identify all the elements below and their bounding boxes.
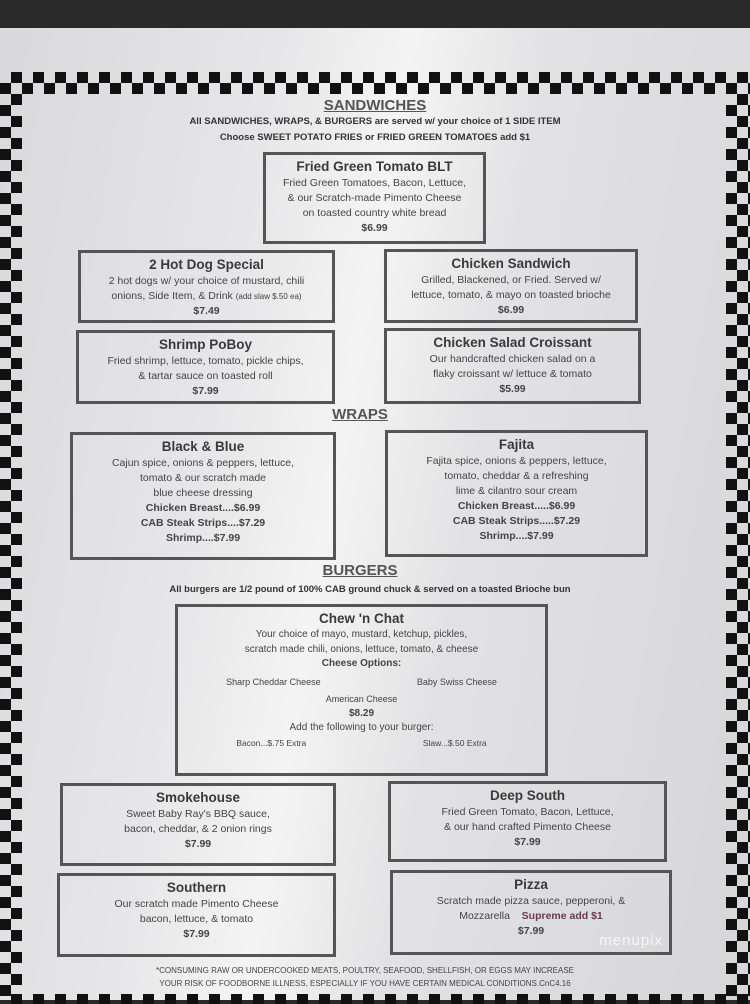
- item-price: $7.49: [193, 305, 220, 317]
- menu-item-shrimp-poboy: Shrimp PoBoy Fried shrimp, lettuce, toma…: [76, 330, 335, 404]
- item-name: Fajita: [498, 437, 535, 452]
- disclaimer-line: *CONSUMING RAW OR UNDERCOOKED MEATS, POU…: [156, 966, 574, 975]
- item-price: $7.99: [184, 838, 212, 850]
- cheese-option: American Cheese: [325, 694, 398, 704]
- item-price: $6.99: [497, 304, 525, 316]
- item-extra: (add slaw $.50 ea): [235, 292, 302, 301]
- item-option: CAB Steak Strips.....$7.29: [452, 515, 581, 527]
- item-desc: Scratch made pizza sauce, pepperoni, &: [436, 895, 626, 907]
- item-name: Shrimp PoBoy: [158, 337, 252, 352]
- item-desc: & our hand crafted Pimento Cheese: [444, 821, 611, 833]
- item-desc: bacon, cheddar, & 2 onion rings: [124, 823, 272, 835]
- item-desc: Grilled, Blackened, or Fried. Served w/: [421, 274, 601, 286]
- checkered-border-right: [726, 72, 750, 1002]
- item-name: Fried Green Tomato BLT: [296, 159, 453, 174]
- cheese-option: Sharp Cheddar Cheese: [226, 676, 321, 687]
- item-option: CAB Steak Strips....$7.29: [140, 517, 266, 529]
- menu-item-pizza: Pizza Scratch made pizza sauce, pepperon…: [390, 870, 672, 955]
- item-option: Shrimp....$7.99: [165, 532, 241, 544]
- addon: Bacon...$.75 Extra: [236, 737, 307, 748]
- menu-item-chicken-sandwich: Chicken Sandwich Grilled, Blackened, or …: [384, 249, 638, 323]
- item-name: Chew 'n Chat: [319, 611, 404, 626]
- item-desc: Cajun spice, onions & peppers, lettuce,: [111, 457, 295, 469]
- burgers-heading: BURGERS: [322, 562, 398, 579]
- menu-item-chew-n-chat: Chew 'n Chat Your choice of mayo, mustar…: [175, 604, 548, 776]
- item-price: $8.29: [348, 707, 375, 719]
- wraps-heading: WRAPS: [332, 406, 388, 423]
- menu-page: [0, 28, 750, 1004]
- menu-item-chicken-salad-croissant: Chicken Salad Croissant Our handcrafted …: [384, 328, 641, 404]
- item-name: Pizza: [514, 877, 548, 892]
- item-desc: Sweet Baby Ray's BBQ sauce,: [126, 808, 270, 820]
- menu-item-hot-dog: 2 Hot Dog Special 2 hot dogs w/ your cho…: [78, 250, 335, 323]
- item-desc: flaky croissant w/ lettuce & tomato: [433, 368, 592, 380]
- menu-item-deep-south: Deep South Fried Green Tomato, Bacon, Le…: [388, 781, 667, 862]
- item-desc: blue cheese dressing: [153, 487, 253, 499]
- cheese-option: Baby Swiss Cheese: [416, 676, 497, 687]
- item-name: Southern: [166, 880, 227, 895]
- item-name: Chicken Salad Croissant: [433, 335, 592, 350]
- item-price: $7.99: [192, 385, 219, 397]
- item-price: $6.99: [361, 222, 388, 234]
- menu-item-fajita: Fajita Fajita spice, onions & peppers, l…: [385, 430, 648, 557]
- item-desc: tomato & our scratch made: [139, 472, 267, 484]
- item-price: $7.99: [183, 928, 210, 940]
- menu-item-smokehouse: Smokehouse Sweet Baby Ray's BBQ sauce, b…: [60, 783, 336, 866]
- item-desc: & our Scratch-made Pimento Cheese: [287, 192, 462, 204]
- addon: Slaw...$.50 Extra: [422, 737, 487, 748]
- item-option: Chicken Breast....$6.99: [145, 502, 261, 514]
- item-desc: Fried Green Tomatoes, Bacon, Lettuce,: [282, 177, 467, 189]
- checkered-border-left: [0, 72, 22, 1002]
- item-name: Chicken Sandwich: [451, 256, 571, 271]
- watermark: menupix: [599, 932, 663, 949]
- addons-label: Add the following to your burger:: [289, 722, 434, 733]
- item-desc: Fried shrimp, lettuce, tomato, pickle ch…: [107, 355, 304, 367]
- item-desc: lettuce, tomato, & mayo on toasted brioc…: [411, 289, 611, 301]
- item-desc: Your choice of mayo, mustard, ketchup, p…: [255, 629, 468, 640]
- item-name: Black & Blue: [161, 439, 245, 454]
- item-name: Deep South: [489, 788, 565, 803]
- cheese-options-label: Cheese Options:: [321, 658, 402, 669]
- item-desc: bacon, lettuce, & tomato: [139, 913, 254, 925]
- item-extra: Supreme add $1: [521, 910, 603, 922]
- item-price: $5.99: [499, 383, 526, 395]
- menu-item-black-and-blue: Black & Blue Cajun spice, onions & peppe…: [70, 432, 336, 560]
- item-desc: Our handcrafted chicken salad on a: [429, 353, 596, 365]
- checkered-border-top: [0, 72, 750, 94]
- menu-item-blt: Fried Green Tomato BLT Fried Green Tomat…: [263, 152, 486, 244]
- item-option: Shrimp....$7.99: [479, 530, 554, 542]
- item-desc: onions, Side Item, & Drink: [111, 290, 233, 302]
- item-desc: Our scratch made Pimento Cheese: [114, 898, 279, 910]
- item-desc: Mozzarella: [459, 910, 510, 922]
- item-desc: Fried Green Tomato, Bacon, Lettuce,: [441, 806, 614, 818]
- sides-note: Choose SWEET POTATO FRIES or FRIED GREEN…: [219, 132, 531, 143]
- item-desc: scratch made chili, onions, lettuce, tom…: [244, 643, 479, 655]
- food-safety-disclaimer: *CONSUMING RAW OR UNDERCOOKED MEATS, POU…: [0, 964, 730, 990]
- checkered-border-bottom: [0, 994, 750, 1004]
- burgers-note: All burgers are 1/2 pound of 100% CAB gr…: [169, 584, 571, 595]
- item-desc: 2 hot dogs w/ your choice of mustard, ch…: [108, 275, 305, 287]
- item-name: 2 Hot Dog Special: [149, 257, 264, 272]
- item-desc: tomato, cheddar & a refreshing: [444, 470, 589, 482]
- sandwiches-heading: SANDWICHES: [323, 97, 427, 114]
- item-option: Chicken Breast.....$6.99: [457, 500, 576, 512]
- item-name: Smokehouse: [155, 790, 241, 805]
- item-desc: & tartar sauce on toasted roll: [138, 370, 273, 382]
- sandwiches-note: All SANDWICHES, WRAPS, & BURGERS are ser…: [189, 116, 561, 127]
- item-desc: on toasted country white bread: [302, 207, 447, 219]
- disclaimer-line: YOUR RISK OF FOODBORNE ILLNESS, ESPECIAL…: [159, 979, 571, 988]
- item-price: $7.99: [517, 925, 545, 937]
- item-desc: Fajita spice, onions & peppers, lettuce,: [426, 455, 607, 467]
- menu-item-southern: Southern Our scratch made Pimento Cheese…: [57, 873, 336, 957]
- item-price: $7.99: [514, 836, 541, 848]
- item-desc: lime & cilantro sour cream: [455, 485, 578, 497]
